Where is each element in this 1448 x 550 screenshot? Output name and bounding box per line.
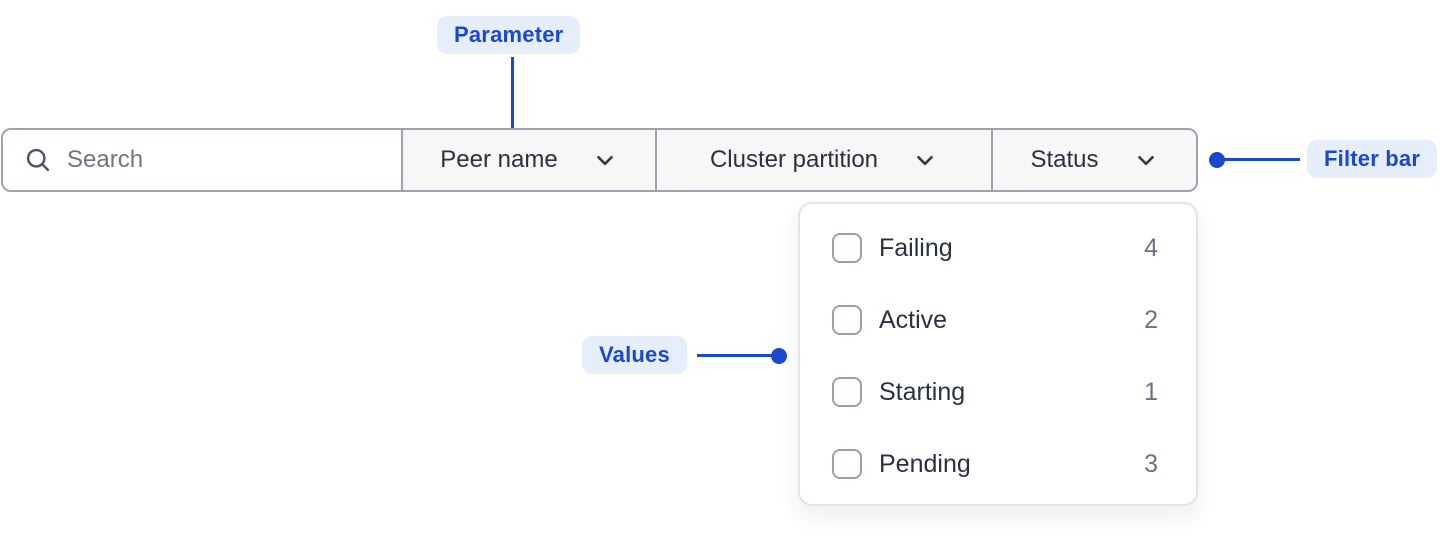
filter-option-starting[interactable]: Starting 1 [800,356,1196,428]
values-connector-line [697,354,775,357]
checkbox-unchecked[interactable] [832,377,862,407]
checkbox-unchecked[interactable] [832,449,862,479]
option-label: Active [879,305,948,334]
dropdown-label: Cluster partition [709,146,879,173]
filter-dropdown-peer-name[interactable]: Peer name [403,130,657,190]
filter-bar: Peer name Cluster partition Status [1,128,1198,192]
filter-option-active[interactable]: Active 2 [800,284,1196,356]
option-label: Failing [879,233,953,262]
filter-option-pending[interactable]: Pending 3 [800,428,1196,500]
dropdown-label: Peer name [440,146,558,173]
option-label: Starting [879,377,966,406]
values-annotation-label: Values [582,336,687,374]
filter-bar-connector-line [1221,158,1300,161]
values-connector-dot [771,348,787,364]
filter-option-failing[interactable]: Failing 4 [800,212,1196,284]
parameter-annotation-label: Parameter [437,16,581,54]
checkbox-unchecked[interactable] [832,233,862,263]
option-count: 1 [1144,377,1158,406]
status-dropdown-panel: Failing 4 Active 2 Starting 1 Pending 3 [798,202,1198,506]
option-count: 4 [1144,233,1158,262]
option-label: Pending [879,449,971,478]
search-field[interactable] [3,130,403,190]
filter-bar-annotation-label: Filter bar [1307,140,1438,178]
filter-dropdown-status[interactable]: Status [993,130,1196,190]
search-icon [26,148,50,172]
filter-dropdown-cluster-partition[interactable]: Cluster partition [657,130,993,190]
parameter-connector-line [511,57,514,144]
chevron-down-icon [917,155,933,166]
search-input[interactable] [67,146,367,174]
chevron-down-icon [1137,155,1154,166]
filter-bar-connector-dot [1209,152,1225,168]
checkbox-unchecked[interactable] [832,305,862,335]
dropdown-label: Status [1030,146,1099,173]
option-count: 2 [1144,305,1158,334]
option-count: 3 [1144,449,1158,478]
chevron-down-icon [596,155,613,166]
